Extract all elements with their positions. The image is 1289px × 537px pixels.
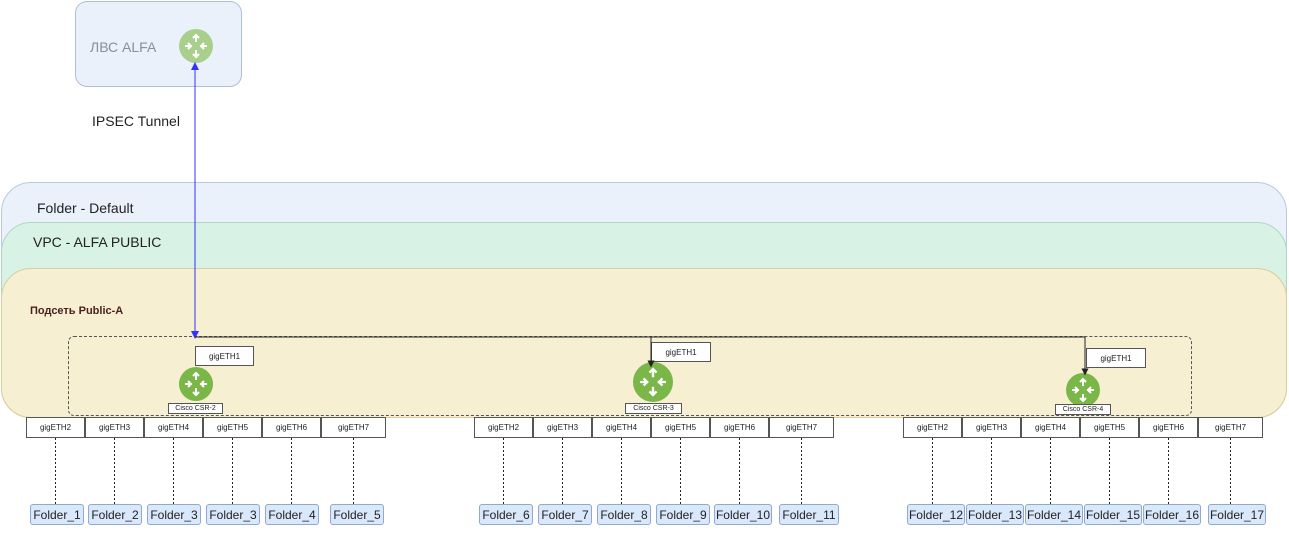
folder-node: Folder_14: [1025, 504, 1083, 525]
folder-node: Folder_3: [206, 504, 260, 525]
port-gigeth3: gigETH3: [962, 417, 1021, 438]
port-gigeth7: gigETH7: [1198, 417, 1263, 438]
port-gigeth5: gigETH5: [1080, 417, 1139, 438]
folder-node: Folder_7: [538, 504, 592, 525]
port-gigeth6: gigETH6: [262, 417, 321, 438]
subnet-label: Подсеть Public-A: [30, 305, 124, 317]
folder-node: Folder_5: [330, 504, 384, 525]
port-gigeth4: gigETH4: [1021, 417, 1080, 438]
lan-alfa-label: ЛВС ALFA: [90, 39, 157, 55]
folder-node: Folder_4: [265, 504, 319, 525]
folder-node: Folder_10: [714, 504, 772, 525]
folder-node: Folder_11: [779, 504, 839, 525]
router-name-label: Cisco CSR-4: [1055, 404, 1111, 415]
port-gigeth3: gigETH3: [85, 417, 144, 438]
folder-node: Folder_3: [147, 504, 201, 525]
port-gigeth4: gigETH4: [592, 417, 651, 438]
folder-node: Folder_9: [656, 504, 710, 525]
router-icon: [633, 362, 673, 402]
port-gigeth7: gigETH7: [769, 417, 834, 438]
folder-node: Folder_15: [1084, 504, 1142, 525]
uplink-port-label: gigETH1: [1086, 348, 1146, 368]
router-icon: [1066, 373, 1100, 407]
vpc-label: VPC - ALFA PUBLIC: [33, 234, 162, 250]
folder-node: Folder_16: [1143, 504, 1201, 525]
port-gigeth4: gigETH4: [144, 417, 203, 438]
folder-node: Folder_12: [907, 504, 965, 525]
folder-node: Folder_17: [1208, 504, 1266, 525]
folder-node: Folder_13: [966, 504, 1024, 525]
port-gigeth6: gigETH6: [710, 417, 769, 438]
uplink-port-label: gigETH1: [195, 346, 254, 366]
port-gigeth2: gigETH2: [903, 417, 962, 438]
port-gigeth2: gigETH2: [26, 417, 85, 438]
ipsec-tunnel-label: IPSEC Tunnel: [92, 113, 180, 129]
port-gigeth7: gigETH7: [321, 417, 386, 438]
router-icon: [179, 29, 213, 63]
folder-node: Folder_6: [479, 504, 533, 525]
port-gigeth2: gigETH2: [474, 417, 533, 438]
port-gigeth5: gigETH5: [651, 417, 710, 438]
lan-alfa-box: [75, 1, 242, 87]
port-gigeth5: gigETH5: [203, 417, 262, 438]
router-name-label: Cisco CSR-3: [625, 403, 682, 414]
port-gigeth3: gigETH3: [533, 417, 592, 438]
uplink-port-label: gigETH1: [651, 342, 711, 362]
port-gigeth6: gigETH6: [1139, 417, 1198, 438]
folder-node: Folder_1: [30, 504, 84, 525]
router-icon: [179, 367, 213, 401]
folder-default-label: Folder - Default: [37, 200, 134, 216]
router-name-label: Cisco CSR-2: [168, 403, 223, 414]
folder-node: Folder_2: [88, 504, 142, 525]
folder-node: Folder_8: [597, 504, 651, 525]
